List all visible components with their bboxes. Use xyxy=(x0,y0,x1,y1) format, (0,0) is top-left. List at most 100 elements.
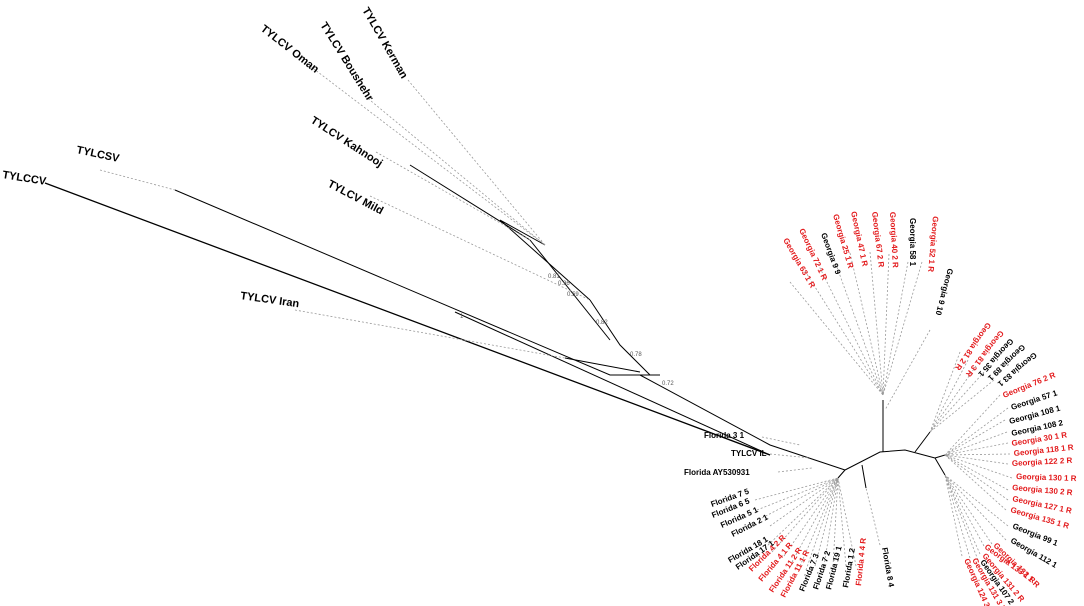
branch-tylcsv xyxy=(174,189,660,376)
support-value: 0.78 xyxy=(630,352,642,358)
tip-branch xyxy=(869,251,884,396)
tree-backbone xyxy=(44,164,946,489)
taxon-label: Florida 4 4 R xyxy=(854,537,868,586)
support-value: 0.81 xyxy=(548,274,560,280)
branch-iran xyxy=(454,311,771,456)
outgroup-labels: TYLCCV TYLCSV TYLCV Iran TYLCV Mild TYLC… xyxy=(2,6,410,311)
tip-branch xyxy=(832,477,839,567)
tip-branch xyxy=(944,454,1009,491)
tip-branch xyxy=(944,454,1013,479)
tip-branch xyxy=(764,477,839,549)
fan-top-labels: Georgia 63 1 R Georgia 72 1 R Georgia 9 … xyxy=(781,211,954,317)
tip-branch xyxy=(944,474,981,555)
branch-oman-cluster xyxy=(499,219,591,301)
florida-bottom-labels: Florida 8 4 xyxy=(880,547,896,589)
outgroup-label: TYLCV Oman xyxy=(258,23,321,76)
branch-ingroup-arc xyxy=(844,449,936,471)
tip-branch xyxy=(817,263,884,396)
support-value: 0.96 xyxy=(558,281,570,287)
tip-branch xyxy=(761,436,801,446)
support-value: 0.59 xyxy=(567,292,579,298)
tip-branch xyxy=(369,195,591,301)
branch-kahnooj xyxy=(409,164,531,241)
outgroup-label: TYLCV Iran xyxy=(240,290,301,310)
outgroup-label: TYLCCV xyxy=(2,169,48,188)
florida-left-labels: Florida 3 1 TYLCV IL Florida AY530931 xyxy=(684,431,767,477)
taxon-label: Georgia 40 2 R xyxy=(888,212,900,269)
taxon-label: Florida 8 4 xyxy=(880,547,896,589)
support-value: 1 xyxy=(460,314,464,320)
tip-branch xyxy=(944,454,1007,511)
tip-branch xyxy=(944,474,1009,527)
tip-branch xyxy=(944,454,1009,501)
tip-branch xyxy=(804,270,884,396)
branch-to-iran-node xyxy=(564,357,641,373)
fan-lower-right-labels: Georgia 99 1 Georgia 112 1 Georgia 133 1… xyxy=(962,522,1059,606)
tip-branch xyxy=(769,477,839,527)
branch-tylccv xyxy=(44,182,771,456)
fan-florida-lower-labels: Florida 7 5 Florida 6 5 Florida 5 1 Flor… xyxy=(710,487,868,599)
tip-branch xyxy=(944,474,985,547)
tip-branches xyxy=(99,65,1013,571)
support-values: 1 0.72 0.78 0.82 0.59 0.96 0.81 xyxy=(460,274,674,387)
tip-branch xyxy=(944,454,1009,465)
tip-branch xyxy=(309,65,546,246)
tip-branch xyxy=(944,474,971,559)
tip-branch xyxy=(805,477,839,571)
tip-branch xyxy=(754,477,839,501)
taxon-label: Georgia 122 2 R xyxy=(1012,456,1073,468)
tip-branch xyxy=(882,253,890,396)
outgroup-label: TYLCSV xyxy=(75,144,121,165)
tip-branch xyxy=(944,394,1001,456)
branch-upper-backbone xyxy=(589,299,651,376)
tip-branch xyxy=(929,371,985,433)
taxon-label: Georgia 52 1 R xyxy=(926,216,940,273)
tip-branch xyxy=(944,453,1011,456)
tip-branch xyxy=(929,359,969,433)
taxon-label: TYLCV IL xyxy=(731,449,767,458)
tip-branch xyxy=(929,379,995,433)
tip-branch xyxy=(929,365,977,433)
tip-branch xyxy=(771,477,839,553)
branch-florida-84-stem xyxy=(861,464,867,489)
tip-branch xyxy=(944,474,1007,541)
tip-branch xyxy=(837,477,857,567)
tip-branch xyxy=(849,252,884,396)
tip-branch xyxy=(783,477,839,557)
taxon-label: Georgia 130 1 R xyxy=(1016,472,1077,483)
support-value: 0.72 xyxy=(662,381,674,387)
tip-branch xyxy=(375,151,531,241)
tip-branch xyxy=(832,255,884,396)
tip-branch xyxy=(944,474,963,557)
branch-upper-right-stem xyxy=(914,431,931,453)
tip-branch xyxy=(756,477,839,511)
tip-branch xyxy=(944,474,979,561)
taxon-label: Florida AY530931 xyxy=(684,468,750,477)
tip-branch xyxy=(814,477,839,567)
taxon-label: Georgia 67 2 R xyxy=(870,211,886,268)
tip-branch xyxy=(882,261,909,396)
branch-main-stem xyxy=(639,374,846,471)
tip-branch xyxy=(944,419,1006,456)
tip-branch xyxy=(777,467,813,473)
tip-branch xyxy=(837,477,847,567)
tip-branch xyxy=(769,453,811,459)
tip-branch xyxy=(882,261,923,396)
tip-branch xyxy=(944,407,1009,456)
fan-upper-right-labels: Georgia 81 2 R Georgia 81 3 R Georgia 35… xyxy=(953,321,1038,389)
branch-lower-right-stem xyxy=(934,457,946,476)
taxon-label: Georgia 9 10 xyxy=(933,267,954,316)
outgroup-label: TYLCV Boushehr xyxy=(317,20,375,104)
taxon-label: Georgia 58 1 xyxy=(908,218,917,267)
outgroup-label: TYLCV Kerman xyxy=(359,6,410,82)
outgroup-label: TYLCV Mild xyxy=(326,178,386,217)
tip-branch xyxy=(884,329,931,411)
outgroup-label: TYLCV Kahnooj xyxy=(308,114,384,169)
fan-right-labels: Georgia 76 2 R Georgia 57 1 Georgia 108 … xyxy=(1001,370,1077,530)
tip-branch xyxy=(944,474,993,545)
branch-mild-kahnooj xyxy=(529,239,611,341)
tip-branch xyxy=(865,487,881,546)
tip-branch xyxy=(294,309,566,359)
support-value: 0.82 xyxy=(596,320,608,326)
